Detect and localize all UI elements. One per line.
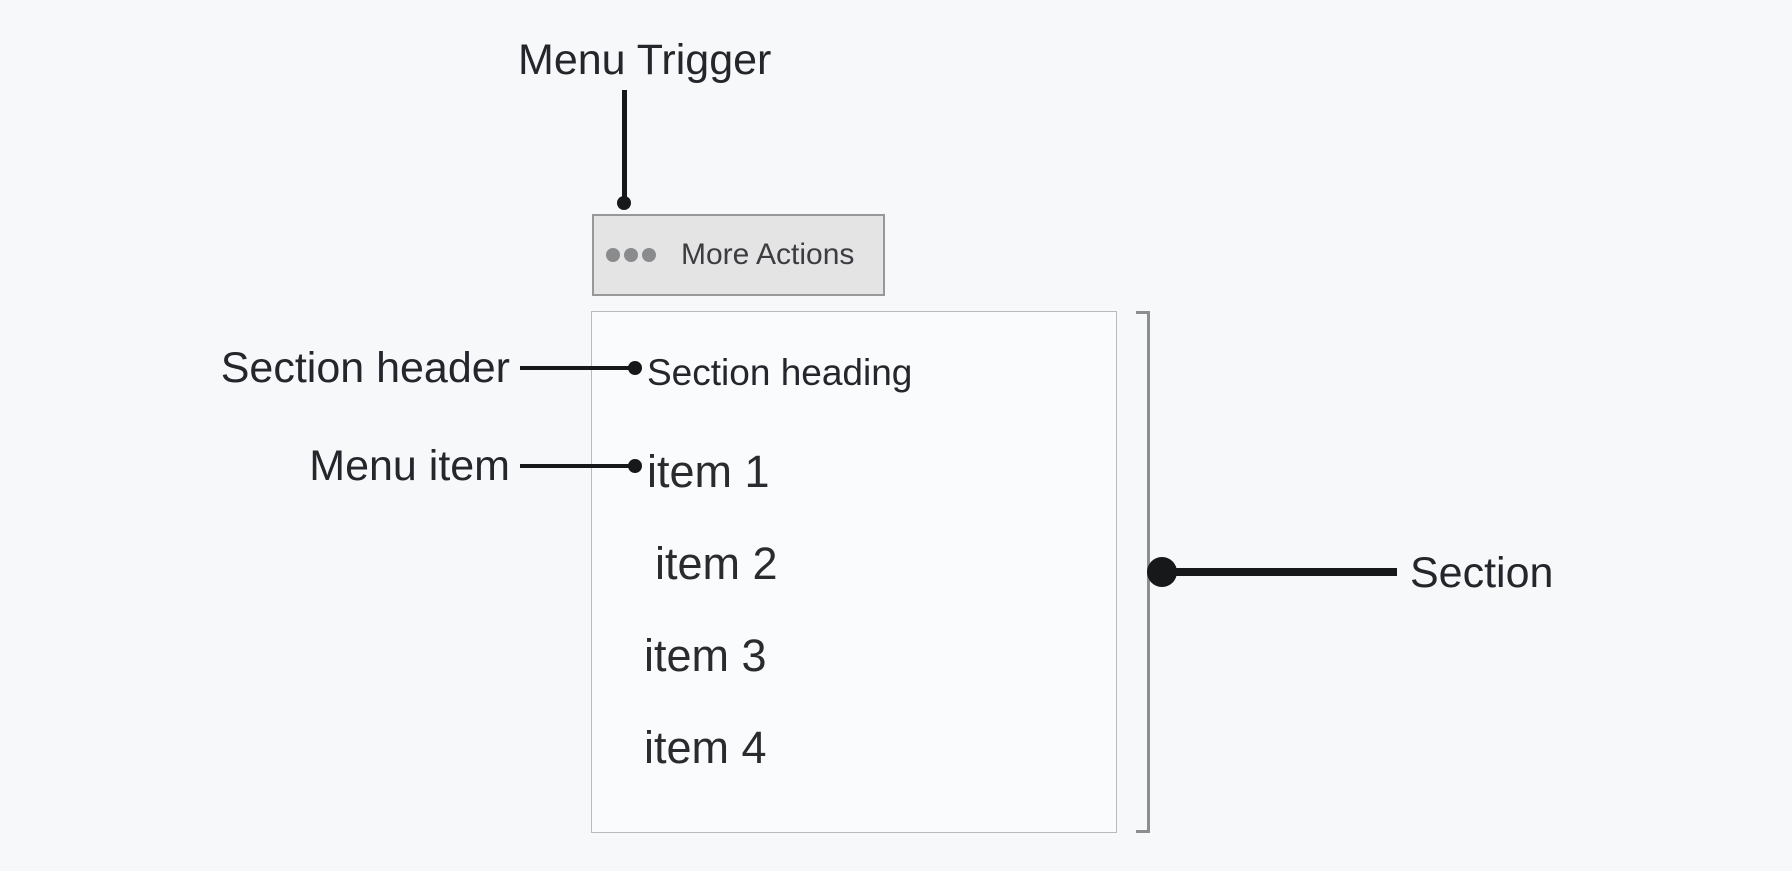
more-actions-button[interactable]: More Actions xyxy=(592,214,885,296)
menu-item-annotation-label: Menu item xyxy=(309,442,510,490)
menu-panel: Section heading item 1 item 2 item 3 ite… xyxy=(591,311,1117,833)
menu-item-1[interactable]: item 1 xyxy=(647,446,770,497)
section-header-callout-dot xyxy=(628,361,642,375)
menu-item-4[interactable]: item 4 xyxy=(644,722,767,773)
section-header-callout-line xyxy=(520,366,635,370)
ellipsis-icon xyxy=(606,248,656,262)
section-callout-line xyxy=(1162,568,1397,576)
menu-trigger-callout-dot xyxy=(617,196,631,210)
menu-item-callout-dot xyxy=(628,459,642,473)
section-annotation-label: Section xyxy=(1410,549,1554,597)
more-actions-button-label: More Actions xyxy=(681,238,855,271)
menu-section-heading: Section heading xyxy=(647,352,913,393)
section-header-annotation-label: Section header xyxy=(220,344,510,392)
menu-item-callout-line xyxy=(520,464,635,468)
menu-item-3[interactable]: item 3 xyxy=(644,630,767,681)
menu-item-2[interactable]: item 2 xyxy=(655,538,778,589)
menu-trigger-callout-line xyxy=(622,90,627,197)
menu-trigger-annotation-label: Menu Trigger xyxy=(518,36,772,84)
